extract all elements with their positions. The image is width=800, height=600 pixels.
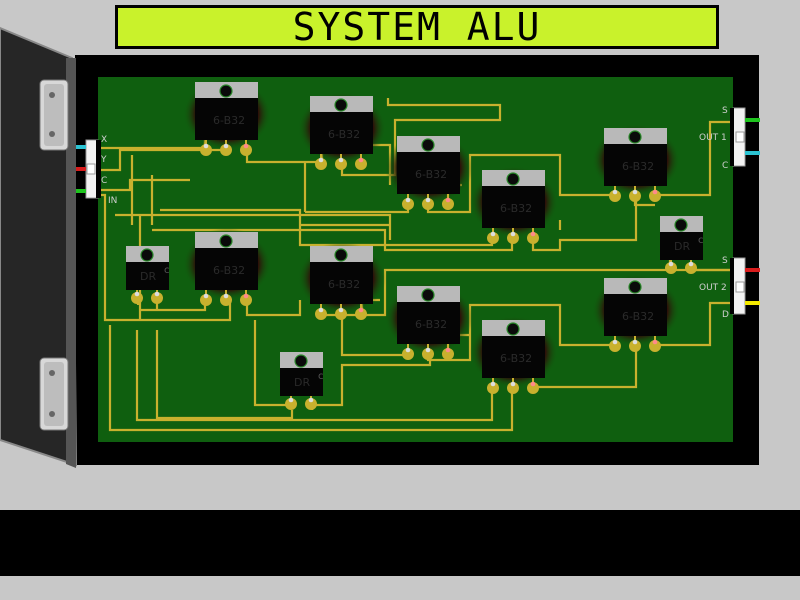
hinge-bottom-icon bbox=[39, 357, 69, 431]
title-bar: SYSTEM ALU bbox=[115, 5, 719, 49]
title-text: SYSTEM ALU bbox=[292, 5, 542, 49]
circuit-board bbox=[98, 77, 733, 442]
case-door[interactable] bbox=[0, 0, 80, 470]
hinge-top-icon bbox=[39, 79, 69, 151]
bottom-bar bbox=[0, 510, 800, 576]
